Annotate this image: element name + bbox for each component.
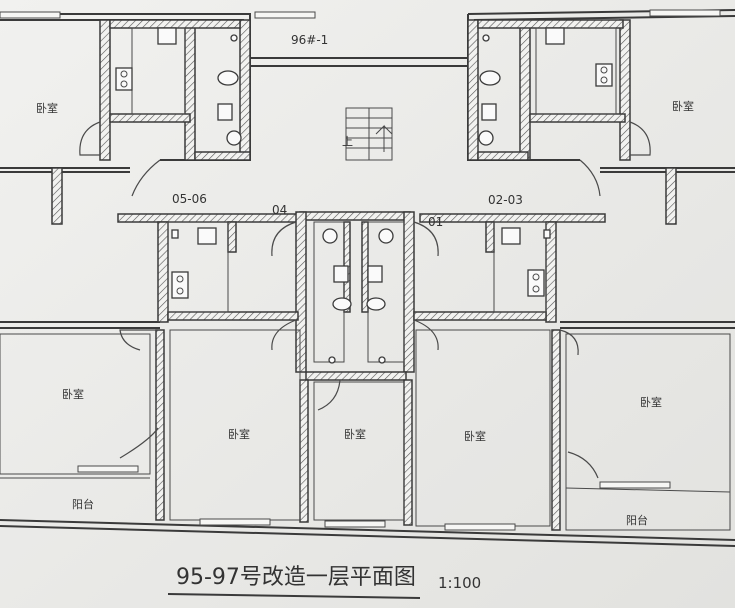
stair-label: 上 <box>342 135 353 148</box>
room-label-top-left: 卧室 <box>36 101 58 115</box>
basin-icon <box>226 130 242 146</box>
drawing-scale: 1:100 <box>438 574 481 592</box>
toilet-icon <box>479 70 501 86</box>
sink-icon <box>501 227 521 245</box>
washer-icon <box>481 103 497 121</box>
fixtures <box>115 27 613 364</box>
basin-icon <box>322 228 338 244</box>
sink-icon <box>157 27 177 45</box>
unit-code-top-center: 96#-1 <box>291 33 328 47</box>
drawing-title: 95-97号改造一层平面图 <box>176 565 416 590</box>
stove-icon <box>171 271 189 299</box>
drain-icon <box>543 229 551 239</box>
drain-icon <box>482 34 490 42</box>
toilet-icon <box>217 70 239 86</box>
basin-icon <box>478 130 494 146</box>
stove-icon <box>527 269 545 297</box>
sink-icon <box>197 227 217 245</box>
room-labels: 卧室 卧室 卧室 卧室 卧室 卧室 卧室 阳台 阳台 <box>36 99 694 527</box>
toilet-icon <box>366 297 386 311</box>
drain-icon <box>328 356 336 364</box>
room-label-bottom-right-center: 卧室 <box>464 429 486 443</box>
room-label-top-right: 卧室 <box>672 99 694 113</box>
balcony-label-right: 阳台 <box>626 513 648 527</box>
unit-code-center-left: 04 <box>272 203 287 217</box>
toilet-icon <box>332 297 352 311</box>
balcony-label-left: 阳台 <box>72 497 94 511</box>
sink-icon <box>545 27 565 45</box>
room-label-bottom-left-center: 卧室 <box>228 427 250 441</box>
title-block: 95-97号改造一层平面图 1:100 <box>167 565 481 599</box>
structural-walls <box>51 19 677 531</box>
drain-icon <box>171 229 179 239</box>
basin-icon <box>378 228 394 244</box>
unit-codes: 96#-1 05-06 02-03 04 01 <box>172 33 523 229</box>
unit-code-left-mid: 05-06 <box>172 192 207 206</box>
drain-icon <box>378 356 386 364</box>
doors <box>79 121 651 479</box>
room-label-bottom-center: 卧室 <box>344 427 366 441</box>
interior-lines <box>0 27 731 531</box>
unit-code-right-mid: 02-03 <box>488 193 523 207</box>
stairwell: 上 <box>342 107 393 161</box>
washer-icon <box>217 103 233 121</box>
room-label-mid-left: 卧室 <box>62 387 84 401</box>
stove-icon <box>595 63 613 87</box>
stove-icon <box>115 67 133 91</box>
drain-icon <box>230 34 238 42</box>
windows <box>0 9 721 531</box>
title-underline <box>167 593 421 599</box>
washer-icon <box>333 265 349 283</box>
unit-code-center-right: 01 <box>428 215 443 229</box>
washer-icon <box>367 265 383 283</box>
stair-arrow-icon <box>375 124 393 152</box>
room-label-mid-right: 卧室 <box>640 395 662 409</box>
